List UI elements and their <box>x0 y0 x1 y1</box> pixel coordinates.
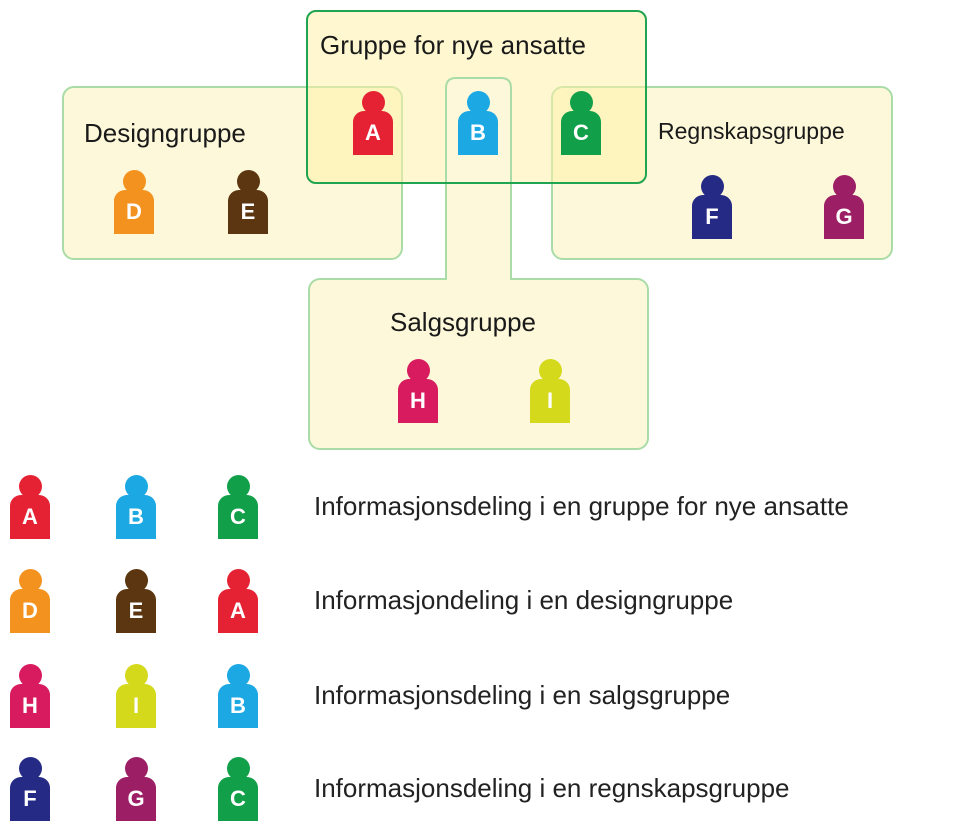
person-letter: A <box>218 589 258 633</box>
legend-text: Informasjonsdeling i en regnskapsgruppe <box>314 773 790 803</box>
person-letter: D <box>114 190 154 234</box>
person-letter: E <box>116 589 156 633</box>
legend-person-icon: H <box>10 664 50 728</box>
person-letter: G <box>116 777 156 821</box>
person-letter: B <box>116 495 156 539</box>
new-employees-group-box <box>306 10 647 184</box>
person-letter: I <box>530 379 570 423</box>
person-i-icon: I <box>530 359 570 423</box>
person-letter: G <box>824 195 864 239</box>
person-letter: A <box>10 495 50 539</box>
legend-text: Informasjondeling i en designgruppe <box>314 585 734 615</box>
person-a-icon: A <box>353 91 393 155</box>
person-letter: C <box>218 495 258 539</box>
person-letter: C <box>561 111 601 155</box>
legend-person-icon: D <box>10 569 50 633</box>
person-letter: B <box>218 684 258 728</box>
person-letter: C <box>218 777 258 821</box>
legend-person-icon: A <box>10 475 50 539</box>
person-f-icon: F <box>692 175 732 239</box>
new-employees-group-label: Gruppe for nye ansatte <box>320 30 586 60</box>
design-group-label: Designgruppe <box>84 118 246 148</box>
person-letter: E <box>228 190 268 234</box>
person-letter: H <box>398 379 438 423</box>
person-letter: F <box>10 777 50 821</box>
person-letter: I <box>116 684 156 728</box>
sales-group-label: Salgsgruppe <box>390 307 536 337</box>
legend-text: Informasjonsdeling i en salgsgruppe <box>314 680 731 710</box>
person-letter: H <box>10 684 50 728</box>
accounting-group-label: Regnskapsgruppe <box>658 118 845 144</box>
legend-person-icon: B <box>116 475 156 539</box>
legend-person-icon: A <box>218 569 258 633</box>
person-b-icon: B <box>458 91 498 155</box>
sales-group-box <box>308 278 649 450</box>
person-letter: B <box>458 111 498 155</box>
person-h-icon: H <box>398 359 438 423</box>
legend-person-icon: G <box>116 757 156 821</box>
person-letter: D <box>10 589 50 633</box>
legend-text: Informasjonsdeling i en gruppe for nye a… <box>314 491 849 521</box>
person-letter: F <box>692 195 732 239</box>
person-d-icon: D <box>114 170 154 234</box>
legend-person-icon: F <box>10 757 50 821</box>
legend-person-icon: I <box>116 664 156 728</box>
person-letter: A <box>353 111 393 155</box>
legend-person-icon: C <box>218 475 258 539</box>
legend-person-icon: C <box>218 757 258 821</box>
person-g-icon: G <box>824 175 864 239</box>
legend-person-icon: B <box>218 664 258 728</box>
person-c-icon: C <box>561 91 601 155</box>
person-e-icon: E <box>228 170 268 234</box>
legend-person-icon: E <box>116 569 156 633</box>
